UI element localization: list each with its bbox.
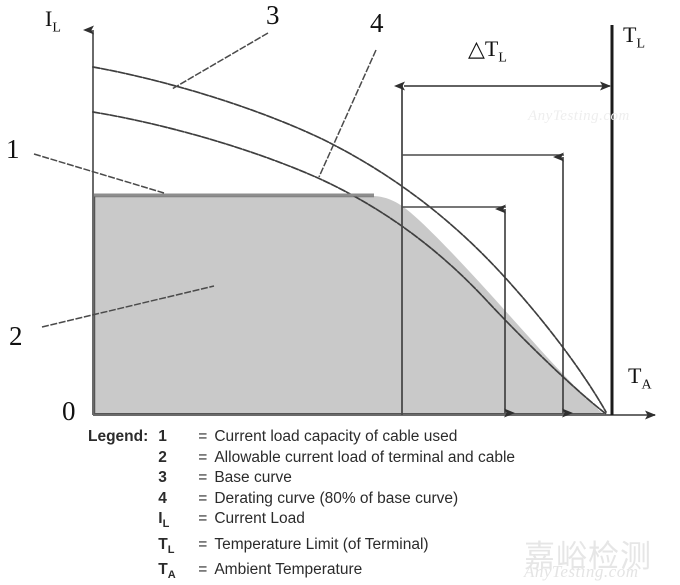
callout-3-label: 3: [266, 0, 280, 30]
legend-key: TL: [158, 536, 198, 562]
legend-row: Legend: 1 = Current load capacity of cable …: [88, 428, 515, 449]
legend-description: Base curve: [214, 469, 292, 486]
callout-1-leader: [33, 153, 165, 194]
callout-1-label: 1: [6, 134, 20, 164]
legend-key: 3: [158, 469, 167, 486]
legend-equals: =: [198, 489, 208, 507]
legend-key-main: T: [158, 535, 168, 553]
legend-title-spacer: [88, 561, 158, 585]
legend-equals: =: [198, 535, 208, 553]
legend-key-subscript: L: [162, 518, 170, 531]
callout-4-label: 4: [370, 8, 384, 38]
legend-table: Legend: 1 = Current load capacity of cable …: [88, 428, 515, 585]
legend-equals: =: [198, 510, 208, 527]
legend-description: Temperature Limit (of Terminal): [214, 535, 429, 553]
callout-2-label: 2: [9, 321, 23, 351]
legend-key-main: T: [158, 561, 168, 579]
allowable-load-region: [92, 194, 604, 415]
legend-row: 3 = Base curve: [88, 469, 515, 490]
legend-key: TA: [158, 561, 198, 585]
callout-2-leader: [41, 285, 215, 328]
legend-equals: =: [198, 561, 208, 579]
legend-equals: =: [198, 469, 208, 486]
legend-key-subscript: L: [167, 543, 175, 556]
legend-row: 4 = Derating curve (80% of base curve): [88, 490, 515, 511]
legend-key: 4: [158, 489, 167, 507]
legend-title-spacer: [88, 536, 158, 562]
legend-equals: =: [198, 448, 208, 466]
legend-key-main: I: [158, 510, 163, 527]
temperature-limit-label: TL: [623, 22, 646, 52]
legend-title-spacer: [88, 490, 158, 511]
origin-label: 0: [62, 396, 76, 426]
y-axis-label: IL: [45, 6, 61, 36]
legend-description: Current load capacity of cable used: [214, 428, 458, 445]
legend-row: TA=Ambient Temperature: [88, 561, 515, 585]
delta-temperature-label: △TL: [468, 36, 507, 66]
legend-key: 1: [158, 428, 167, 445]
legend-row: 2 = Allowable current load of terminal and…: [88, 449, 515, 470]
callout-3-leader: [171, 32, 269, 90]
legend-row: IL=Current Load: [88, 510, 515, 536]
legend-title: Legend:: [88, 428, 149, 445]
legend-description: Allowable current load of terminal and c…: [214, 448, 516, 466]
legend-title-spacer: [88, 469, 158, 490]
legend: Legend: 1 = Current load capacity of cable …: [88, 428, 588, 585]
legend-equals: =: [198, 428, 208, 445]
callout-4-leader: [318, 49, 377, 178]
legend-description: Current Load: [214, 510, 305, 527]
legend-row: TL=Temperature Limit (of Terminal): [88, 536, 515, 562]
legend-key-subscript: A: [167, 569, 176, 582]
legend-description: Ambient Temperature: [214, 561, 363, 579]
legend-title-spacer: [88, 510, 158, 536]
legend-title-spacer: [88, 449, 158, 470]
legend-key: 2: [158, 448, 167, 466]
legend-description: Derating curve (80% of base curve): [214, 489, 459, 507]
derating-curve: [92, 111, 607, 415]
legend-key: IL: [158, 510, 198, 536]
ambient-temperature-label: TA: [628, 363, 652, 393]
